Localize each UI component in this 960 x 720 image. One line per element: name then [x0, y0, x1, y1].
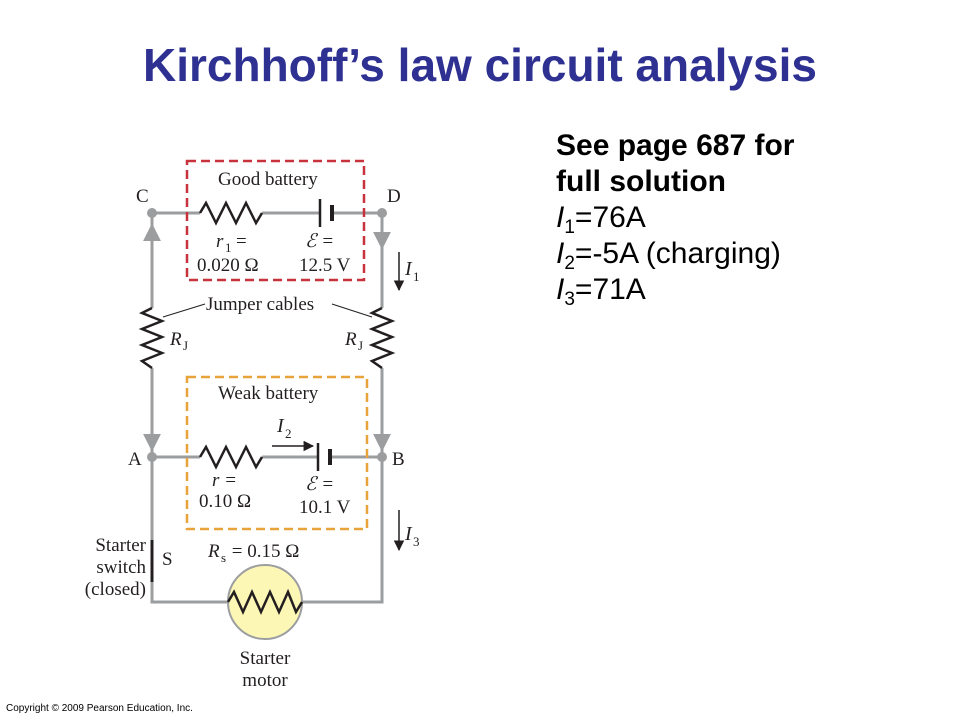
- i1-subscript: 1: [413, 269, 420, 284]
- wire-bottom-left: [150, 582, 228, 604]
- wires: [150, 211, 384, 604]
- i3-subscript: 3: [413, 534, 420, 549]
- i2-value: =-5A (charging): [574, 237, 781, 270]
- solution-notes: See page 687 for full solution I1=76A I2…: [556, 128, 795, 310]
- notes-line-2: full solution: [556, 165, 726, 198]
- weak-emf-value: 10.1 V: [299, 497, 351, 518]
- good-battery-box: [185, 159, 366, 282]
- i2-subscript: 2: [285, 426, 292, 441]
- weak-battery-label: Weak battery: [218, 383, 319, 404]
- node-a-dot: [147, 452, 157, 462]
- starter-motor-label-2: motor: [242, 670, 288, 691]
- i1-letter: I: [556, 201, 565, 234]
- good-emf-symbol: ℰ =: [305, 231, 334, 252]
- r-symbol: r =: [212, 470, 237, 491]
- i2-subscript: 2: [564, 253, 575, 274]
- wire-bottom-right: [302, 457, 384, 604]
- node-c-label: C: [136, 186, 149, 207]
- good-emf-value: 12.5 V: [299, 255, 351, 276]
- rs-symbol: R: [207, 541, 220, 562]
- rs-subscript: s: [221, 550, 226, 565]
- jumper-leader-right: [331, 303, 373, 318]
- i1-symbol: I: [404, 258, 413, 280]
- starter-switch-label-1: Starter: [95, 535, 146, 556]
- node-d-label: D: [387, 186, 401, 207]
- good-battery-label: Good battery: [218, 169, 318, 190]
- i3-subscript: 3: [564, 289, 575, 310]
- node-c-dot: [147, 208, 157, 218]
- switch-s-label: S: [162, 549, 173, 570]
- resistor-r: [198, 444, 264, 470]
- r1-subscript: 1: [225, 240, 232, 255]
- page-title: Kirchhoff’s law circuit analysis: [142, 39, 817, 91]
- rj-right-symbol: R: [344, 329, 357, 350]
- i2-letter: I: [556, 237, 565, 270]
- i2-symbol: I: [276, 415, 285, 437]
- copyright-notice: Copyright © 2009 Pearson Education, Inc.: [6, 703, 193, 714]
- node-b-label: B: [392, 449, 405, 470]
- current-i2-result: I2=-5A (charging): [556, 236, 794, 274]
- i3-value: =71A: [574, 273, 646, 306]
- current-i1-result: I1=76A: [556, 200, 794, 238]
- r1-equals: =: [236, 231, 247, 252]
- resistor-rj-left: [138, 306, 166, 370]
- node-d-dot: [377, 208, 387, 218]
- r1-symbol: r: [216, 231, 224, 252]
- i1-value: =76A: [574, 201, 646, 234]
- node-b-dot: [377, 452, 387, 462]
- rj-left-subscript: J: [183, 338, 188, 353]
- rj-right-subscript: J: [358, 338, 363, 353]
- jumper-leader-left: [162, 303, 206, 318]
- r-value: 0.10 Ω: [199, 491, 251, 512]
- i1-subscript: 1: [564, 217, 575, 238]
- jumper-cables-label: Jumper cables: [206, 294, 314, 315]
- weak-battery-box: [185, 375, 369, 531]
- rs-value: = 0.15 Ω: [227, 541, 299, 562]
- r1-value: 0.020 Ω: [197, 255, 259, 276]
- resistor-rj-right: [368, 306, 396, 370]
- current-i3-result: I3=71A: [556, 272, 794, 310]
- starter-switch-label-3: (closed): [85, 579, 146, 600]
- starter-motor-label-1: Starter: [240, 648, 291, 669]
- i3-symbol: I: [404, 523, 413, 545]
- node-a-label: A: [128, 449, 142, 470]
- starter-switch-label-2: switch: [96, 557, 146, 578]
- starter-resistor: [226, 588, 304, 616]
- notes-line-1: See page 687 for: [556, 129, 795, 162]
- i3-letter: I: [556, 273, 565, 306]
- rj-left-symbol: R: [169, 329, 182, 350]
- resistor-r1: [198, 200, 264, 226]
- weak-emf-symbol: ℰ =: [305, 474, 334, 495]
